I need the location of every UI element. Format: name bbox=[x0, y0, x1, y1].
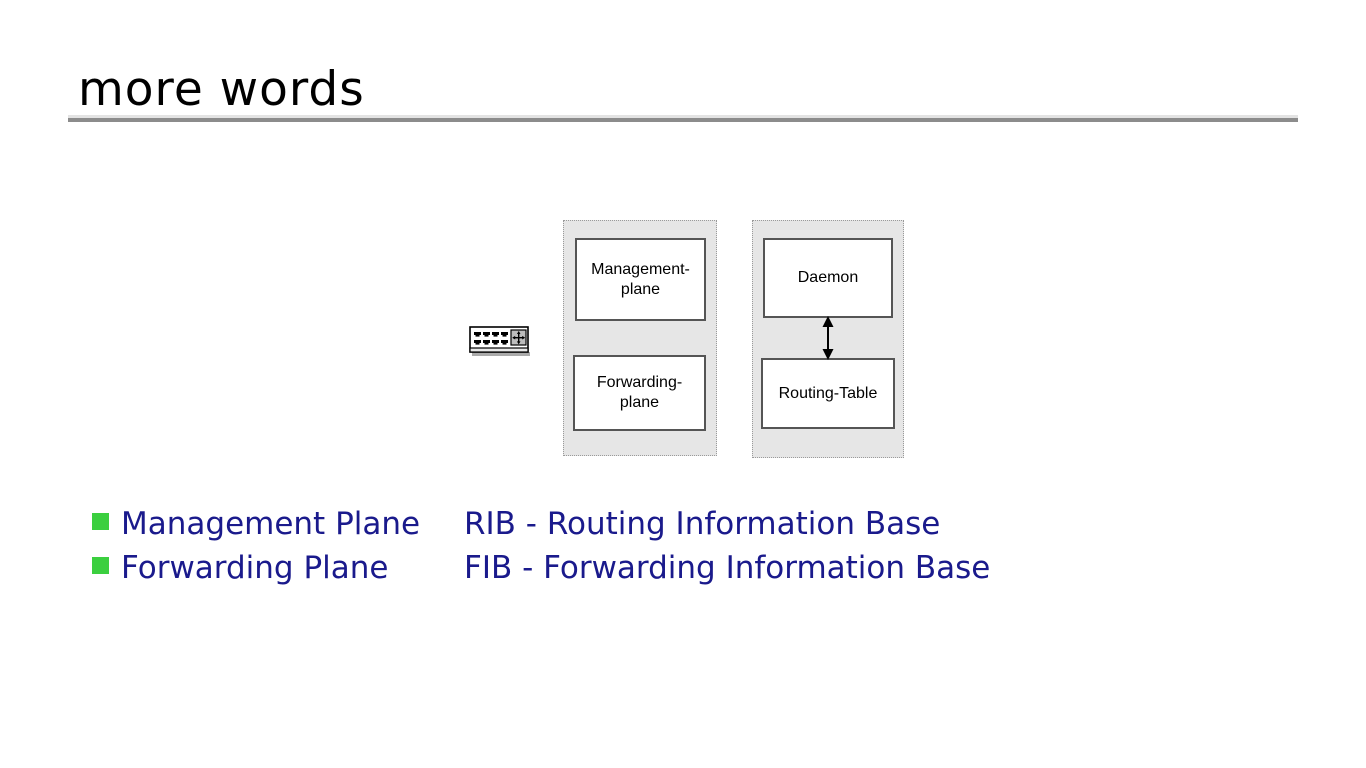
double-headed-arrow-icon bbox=[822, 316, 834, 360]
node-forwarding-plane: Forwarding- plane bbox=[573, 355, 706, 431]
list-item: Forwarding Plane FIB - Forwarding Inform… bbox=[92, 550, 1192, 594]
router-device-icon bbox=[469, 326, 530, 356]
page-title: more words bbox=[78, 62, 365, 117]
panel-planes bbox=[563, 220, 717, 456]
definitions-list: Management Plane RIB - Routing Informati… bbox=[92, 506, 1192, 594]
title-divider-highlight bbox=[68, 115, 1298, 118]
term-forwarding-plane: Forwarding Plane bbox=[121, 550, 389, 586]
definition-rib: RIB - Routing Information Base bbox=[464, 506, 941, 542]
definition-fib: FIB - Forwarding Information Base bbox=[464, 550, 991, 586]
title-divider-shadow bbox=[68, 118, 1298, 122]
node-routing-table: Routing-Table bbox=[761, 358, 895, 429]
term-management-plane: Management Plane bbox=[121, 506, 421, 542]
list-item: Management Plane RIB - Routing Informati… bbox=[92, 506, 1192, 550]
panel-routing-internals bbox=[752, 220, 904, 458]
title-divider bbox=[68, 115, 1298, 122]
bullet-square-icon bbox=[92, 557, 109, 574]
bullet-square-icon bbox=[92, 513, 109, 530]
node-daemon: Daemon bbox=[763, 238, 893, 318]
node-management-plane: Management- plane bbox=[575, 238, 706, 321]
